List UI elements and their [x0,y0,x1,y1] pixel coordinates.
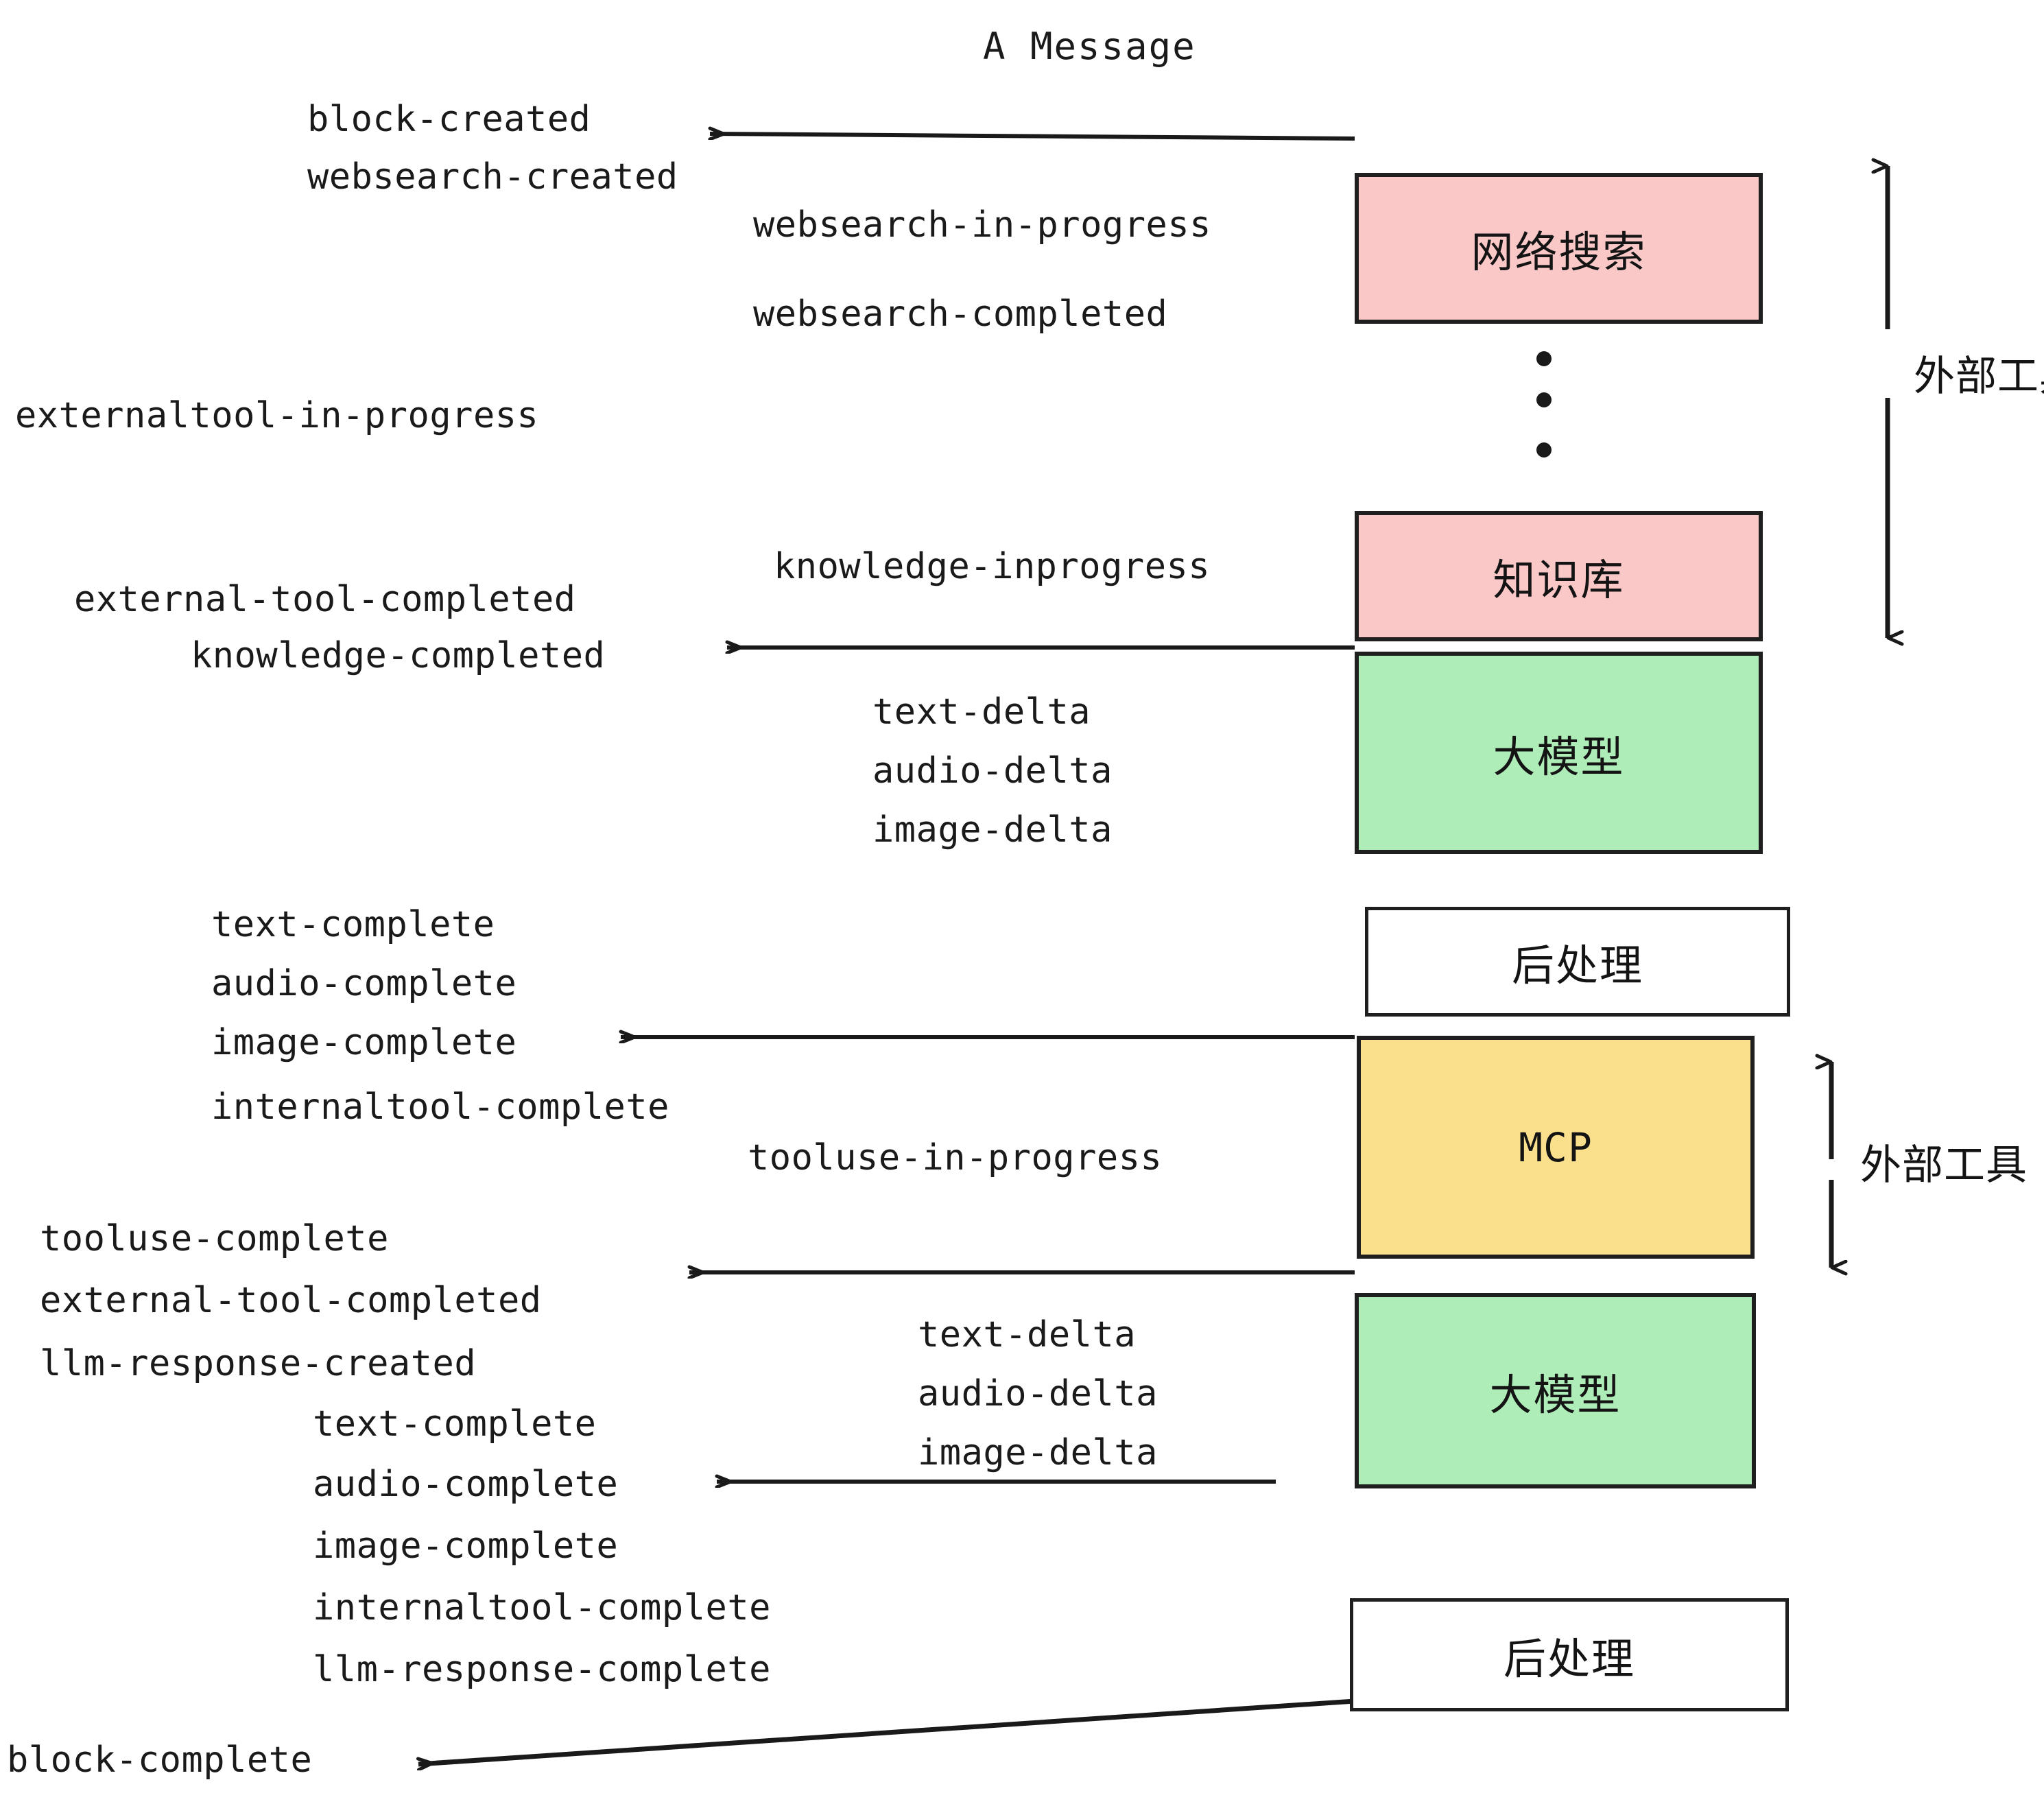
event-label-llm-response-created: llm-response-created [40,1343,477,1384]
event-label-image-delta-1: image-delta [872,809,1113,851]
event-label-block-complete: block-complete [7,1740,313,1781]
box-llm-2[interactable]: 大模型 [1355,1293,1756,1488]
box-knowledge-label: 知识库 [1493,555,1625,605]
event-label-websearch-completed: websearch-completed [753,294,1168,335]
arrow-postprocess2-to-block-complete [418,1698,1355,1764]
box-postprocess-1-label: 后处理 [1511,940,1643,990]
event-label-internaltool-complete-2: internaltool-complete [313,1587,771,1628]
event-label-image-complete-2: image-complete [313,1526,619,1567]
ellipsis-dot-1 [1536,351,1552,366]
box-mcp[interactable]: MCP [1357,1036,1755,1259]
event-label-text-complete-2: text-complete [313,1403,597,1445]
box-knowledge[interactable]: 知识库 [1355,511,1763,641]
event-label-websearch-in-progress: websearch-in-progress [753,204,1211,246]
event-label-text-delta-2: text-delta [918,1314,1137,1355]
event-label-audio-complete-1: audio-complete [211,963,517,1004]
ellipsis-dot-3 [1536,442,1552,458]
event-label-internaltool-complete-1: internaltool-complete [211,1087,669,1128]
event-label-audio-complete-2: audio-complete [313,1464,619,1505]
box-llm-2-label: 大模型 [1489,1369,1621,1420]
arrow-websearch-to-block-created [710,134,1355,141]
event-label-knowledge-completed: knowledge-completed [191,635,606,676]
box-websearch[interactable]: 网络搜索 [1355,173,1763,324]
diagram-title: A Message [983,25,1196,68]
event-label-text-delta-1: text-delta [872,691,1091,733]
event-label-block-created: block-created [307,99,591,140]
ellipsis-dot-2 [1536,392,1552,407]
box-postprocess-2-label: 后处理 [1503,1633,1635,1684]
box-mcp-label: MCP [1519,1124,1593,1171]
event-label-tooluse-complete: tooluse-complete [40,1218,389,1259]
event-label-external-tool-completed: external-tool-completed [74,579,576,620]
box-websearch-label: 网络搜索 [1471,227,1647,277]
event-label-audio-delta-2: audio-delta [918,1373,1158,1414]
side-label-external-tools-upper: 外部工具 [1914,353,2044,401]
box-llm-1[interactable]: 大模型 [1355,652,1763,854]
event-label-audio-delta-1: audio-delta [872,750,1113,792]
event-label-knowledge-inprogress: knowledge-inprogress [774,546,1211,587]
event-label-image-delta-2: image-delta [918,1432,1158,1473]
event-label-text-complete-1: text-complete [211,904,495,945]
event-label-llm-response-complete: llm-response-complete [313,1649,771,1690]
event-label-external-tool-completed-2: external-tool-completed [40,1280,542,1321]
event-label-image-complete-1: image-complete [211,1022,517,1063]
side-label-external-tools-lower: 外部工具 [1860,1141,2028,1189]
box-llm-1-label: 大模型 [1493,731,1625,782]
event-label-externaltool-in-progress: externaltool-in-progress [15,395,539,436]
box-postprocess-2[interactable]: 后处理 [1350,1598,1789,1711]
box-postprocess-1[interactable]: 后处理 [1365,907,1790,1017]
event-label-websearch-created: websearch-created [307,156,678,198]
event-label-tooluse-in-progress: tooluse-in-progress [748,1137,1163,1178]
